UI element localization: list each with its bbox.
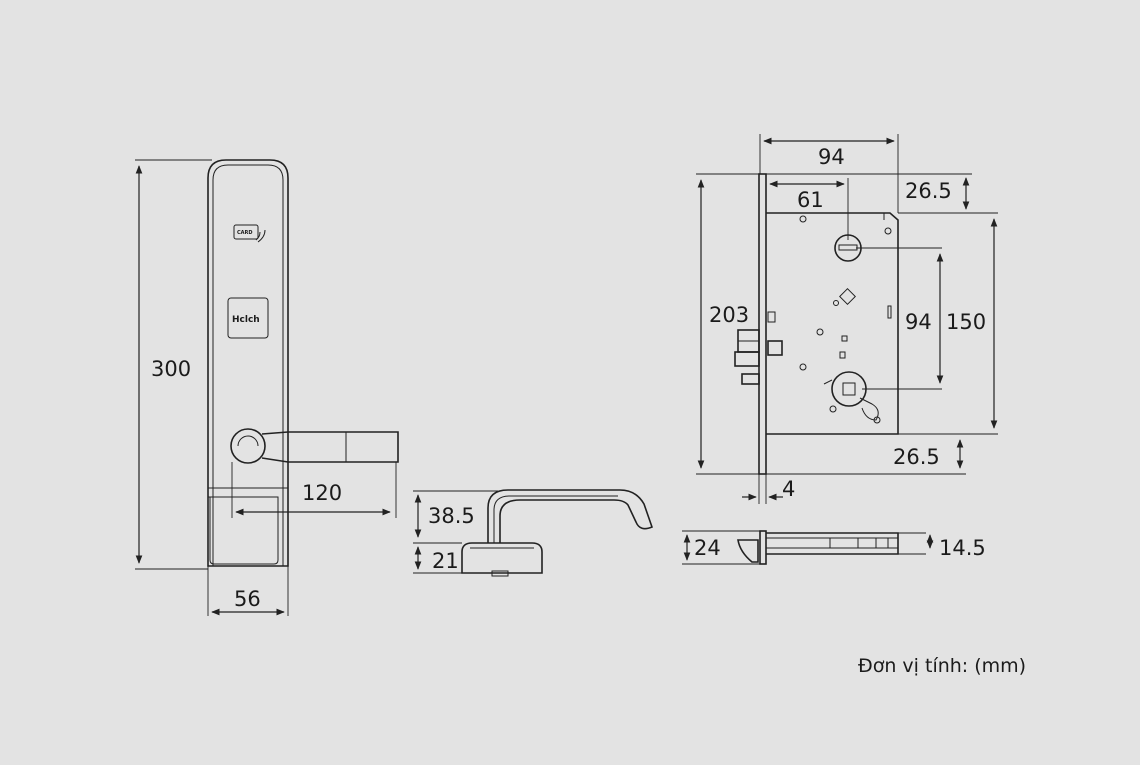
dim-backset-61: 61 — [797, 188, 824, 212]
dim-body-height-150: 150 — [946, 310, 986, 334]
dim-rose-21: 21 — [432, 549, 459, 573]
dim-handle-38-5: 38.5 — [428, 504, 475, 528]
dim-faceplate-4: 4 — [782, 477, 795, 501]
handle-side-view: 38.5 21 — [413, 489, 654, 577]
mortise-top-view: 24 14.5 — [682, 530, 986, 565]
units-note: Đơn vị tính: (mm) — [858, 655, 1026, 677]
dim-height-300: 300 — [151, 357, 191, 381]
brand-label: Hclch — [232, 315, 260, 325]
card-reader-icon: CARD — [233, 224, 266, 243]
dim-body-width-94: 94 — [818, 145, 845, 169]
handle-front-view: CARD Hclch 300 56 120 — [135, 159, 399, 616]
dim-faceplate-203: 203 — [709, 303, 749, 327]
card-label: CARD — [237, 230, 253, 236]
dim-bottom-offset-26-5: 26.5 — [893, 445, 940, 469]
dim-latch-24: 24 — [694, 536, 721, 560]
dim-spindle-94: 94 — [905, 310, 932, 334]
dim-top-offset-26-5: 26.5 — [905, 179, 952, 203]
dim-body-thickness-14-5: 14.5 — [939, 536, 986, 560]
latch-bolts — [734, 311, 783, 385]
mortise-front-view: 94 61 26.5 203 94 150 26.5 4 — [696, 134, 998, 504]
dim-width-56: 56 — [234, 587, 261, 611]
brand-badge: Hclch — [227, 297, 269, 339]
dim-lever-120: 120 — [302, 481, 342, 505]
spindle-hub — [823, 371, 879, 421]
lever-front — [230, 428, 399, 464]
